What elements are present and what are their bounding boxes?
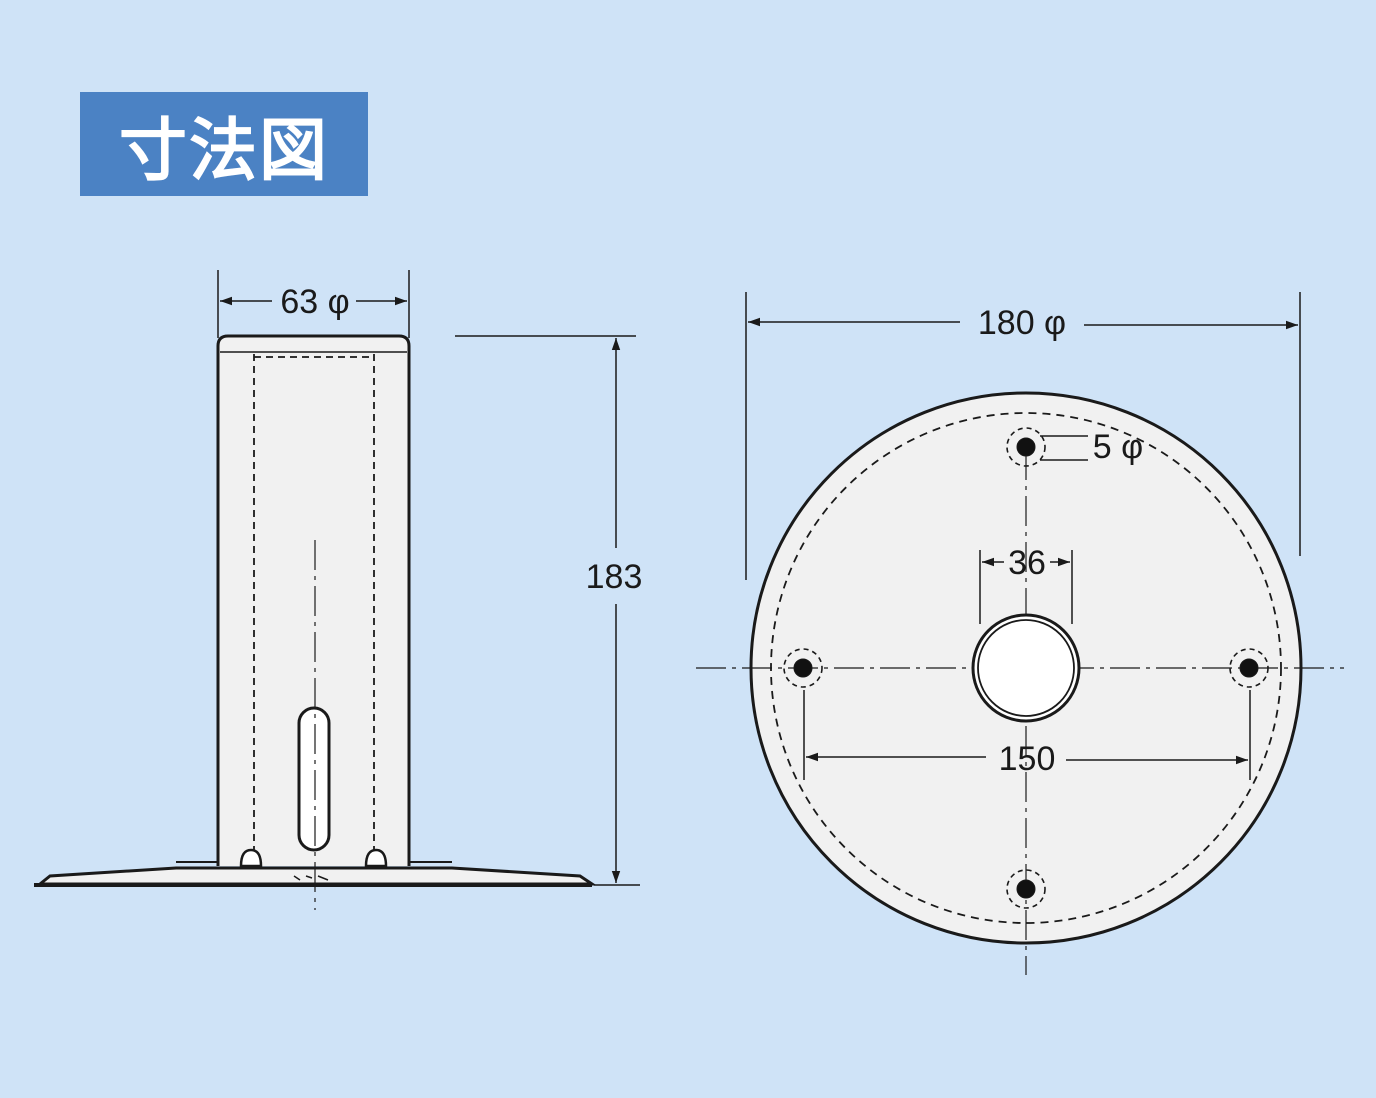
slot — [297, 706, 331, 852]
side-view — [34, 270, 640, 910]
pipe-body — [216, 334, 411, 866]
mounting-holes — [783, 427, 1269, 909]
mounting-hole-top — [1006, 427, 1046, 467]
hole-pitch-label: 150 — [999, 740, 1056, 778]
center-hole-inner — [977, 619, 1075, 717]
bolt-head — [239, 848, 263, 868]
top-view — [696, 292, 1344, 975]
center-hole — [971, 613, 1081, 723]
title-badge: 寸法図 — [80, 92, 368, 196]
center-hole-label: 36 — [1008, 544, 1046, 582]
hole-diameter-label: 5 φ — [1093, 428, 1143, 466]
mounting-hole-right — [1229, 648, 1269, 688]
page-title: 寸法図 — [118, 111, 329, 191]
mounting-hole-bottom — [1006, 869, 1046, 909]
mounting-hole-left — [783, 648, 823, 688]
base-diameter-label: 180 φ — [978, 304, 1066, 342]
bolt-head — [364, 848, 388, 868]
height-label: 183 — [586, 558, 643, 596]
pipe-diameter-label: 63 φ — [280, 283, 349, 321]
base-mark — [293, 875, 329, 881]
base-plate — [35, 866, 597, 886]
